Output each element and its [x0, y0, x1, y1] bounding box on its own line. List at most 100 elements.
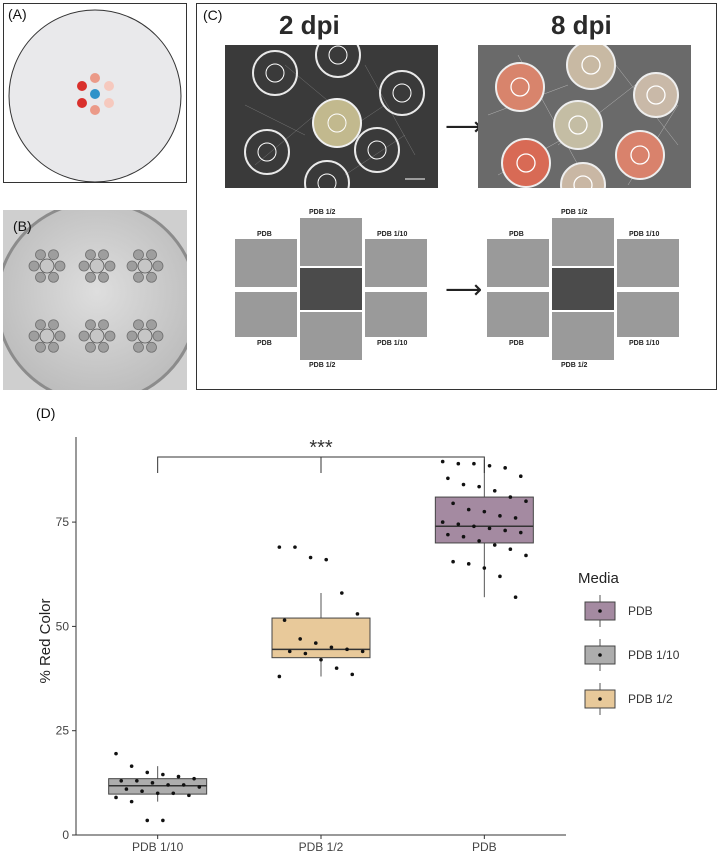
well: [48, 319, 59, 331]
box-iqr: [271, 617, 371, 659]
x-tick-label: PDB 1/10: [132, 840, 184, 853]
well: [35, 319, 46, 331]
data-point: [161, 772, 165, 777]
well: [98, 319, 109, 331]
well-center: [39, 328, 55, 344]
micro-2dpi-pdb-bottom: [235, 292, 297, 337]
panel-a-label: (A): [8, 6, 27, 22]
data-point: [293, 545, 297, 549]
well: [146, 271, 157, 283]
well-center: [39, 258, 55, 274]
data-point: [492, 543, 497, 547]
well: [98, 271, 109, 283]
y-tick-label: 25: [56, 724, 70, 738]
well: [104, 260, 116, 272]
data-point: [277, 545, 282, 549]
micro-8dpi-pdb-bottom: [487, 292, 549, 337]
well: [35, 249, 46, 261]
well-cluster: [78, 319, 116, 353]
data-point: [324, 557, 329, 562]
well: [28, 260, 40, 272]
well-cluster: [126, 249, 164, 283]
data-point: [129, 799, 134, 804]
arrow-right-icon-top: ⟶: [445, 111, 483, 141]
data-point: [440, 520, 445, 524]
well: [98, 341, 109, 353]
panel-a: (A): [3, 3, 187, 183]
label-2dpi-top: PDB 1/2: [309, 209, 336, 216]
data-point: [503, 528, 507, 533]
data-point: [350, 672, 355, 677]
data-point: [482, 566, 487, 570]
data-point: [129, 764, 134, 768]
data-point: [498, 514, 502, 518]
micro-8dpi-pdb-top: [487, 239, 549, 287]
well-center: [137, 258, 153, 274]
micro-8dpi-pdb-tenth-bottom: [617, 292, 679, 337]
well: [152, 330, 164, 342]
panel-c: (C) 2 dpi 8 dpi ⟶: [196, 3, 717, 390]
data-point: [524, 499, 528, 504]
title-8-dpi: 8 dpi: [551, 10, 612, 40]
plug-pale-2: [104, 98, 114, 108]
micro-2dpi-pdb-top: [235, 239, 297, 287]
data-point: [503, 466, 507, 470]
legend-entry: PDB 1/10: [584, 639, 680, 671]
data-point: [513, 516, 518, 520]
well-center: [89, 258, 105, 274]
data-point: [360, 649, 365, 654]
panel-c-label: (C): [203, 7, 223, 23]
label-2dpi-right-bottom: PDB 1/10: [377, 340, 408, 347]
well: [85, 319, 96, 331]
legend-dot: [598, 609, 602, 613]
well: [133, 319, 144, 331]
data-point: [451, 501, 455, 506]
boxes: [108, 459, 534, 802]
well: [78, 260, 90, 272]
well-center: [89, 328, 105, 344]
plate-photo: [3, 210, 187, 390]
data-point: [282, 618, 287, 622]
significance-stars: ***: [309, 437, 333, 459]
well: [126, 330, 138, 342]
data-point: [155, 791, 160, 796]
data-point: [329, 645, 334, 650]
data-point: [492, 489, 497, 493]
plug-red-1: [77, 81, 87, 91]
legend-entry: PDB 1/2: [584, 683, 673, 715]
label-2dpi-right-top: PDB 1/10: [377, 231, 408, 238]
data-point: [446, 532, 450, 537]
data-point: [518, 474, 523, 479]
plug-red-2: [77, 98, 87, 108]
photo-8-dpi: [478, 45, 691, 188]
data-point: [472, 461, 476, 466]
panel-b-label: (B): [13, 218, 32, 234]
data-point: [487, 526, 492, 531]
well: [133, 341, 144, 353]
label-2dpi-left-bottom: PDB: [257, 340, 272, 347]
panel-b: (B): [3, 210, 187, 390]
data-point: [498, 574, 502, 579]
data-point: [176, 774, 181, 779]
significance-bracket: ***: [157, 437, 485, 473]
well: [85, 341, 96, 353]
well: [48, 271, 59, 283]
box-3: [434, 459, 534, 598]
data-point: [124, 787, 129, 791]
data-point: [466, 562, 471, 566]
data-point: [446, 476, 450, 481]
label-8dpi-left-top: PDB: [509, 231, 524, 238]
micro-2dpi-pdb-half-top: [300, 218, 362, 266]
micro-8dpi-pdb-tenth-top: [617, 239, 679, 287]
bracket-line: [157, 456, 485, 473]
label-8dpi-right-top: PDB 1/10: [629, 231, 660, 238]
x-tick-label: PDB: [472, 840, 497, 853]
legend-label: PDB: [628, 604, 653, 618]
well: [85, 249, 96, 261]
data-point: [440, 459, 445, 464]
data-point: [145, 770, 150, 775]
data-point: [518, 530, 523, 535]
